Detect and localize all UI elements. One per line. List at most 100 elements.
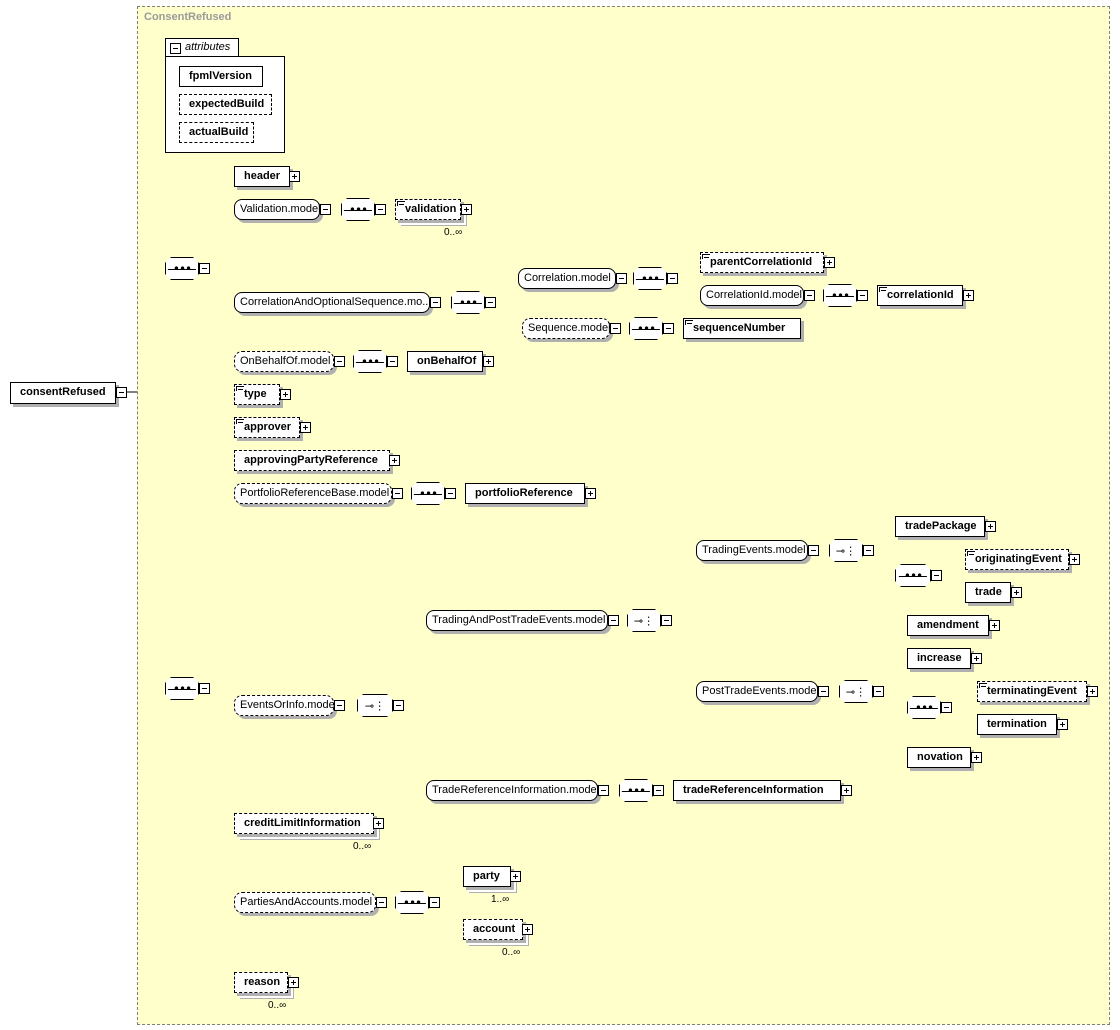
collapse-sequence-icon[interactable] bbox=[387, 356, 398, 367]
expand-credit-limit-information-icon[interactable] bbox=[373, 818, 384, 829]
expand-trade-package-icon[interactable] bbox=[985, 521, 996, 532]
group-portfolio-reference-base-model[interactable]: PortfolioReferenceBase.model bbox=[234, 483, 392, 504]
group-sequence-model[interactable]: Sequence.model bbox=[522, 318, 611, 339]
collapse-correlation-and-optional-sequence-icon[interactable] bbox=[430, 297, 441, 308]
collapse-sequence-icon[interactable] bbox=[857, 290, 868, 301]
collapse-sequence-model-icon[interactable] bbox=[610, 323, 621, 334]
element-terminating-event[interactable]: terminatingEvent bbox=[977, 681, 1087, 702]
collapse-attributes-icon[interactable] bbox=[170, 43, 181, 54]
element-on-behalf-of[interactable]: onBehalfOf bbox=[407, 351, 483, 372]
expand-header-icon[interactable] bbox=[289, 171, 300, 182]
element-increase[interactable]: increase bbox=[907, 648, 971, 669]
expand-on-behalf-of-icon[interactable] bbox=[483, 356, 494, 367]
element-parent-correlation-id-label: parentCorrelationId bbox=[710, 256, 813, 268]
expand-trade-reference-information-icon[interactable] bbox=[841, 785, 852, 796]
collapse-on-behalf-of-model-icon[interactable] bbox=[334, 356, 345, 367]
element-reason[interactable]: reason bbox=[234, 972, 288, 993]
element-approving-party-reference[interactable]: approvingPartyReference bbox=[234, 450, 390, 471]
collapse-sequence-icon[interactable] bbox=[375, 204, 386, 215]
group-trading-events-model[interactable]: TradingEvents.model bbox=[696, 540, 808, 561]
collapse-sequence-icon[interactable] bbox=[653, 785, 664, 796]
collapse-trading-events-model-icon[interactable] bbox=[808, 545, 819, 556]
collapse-choice-icon[interactable] bbox=[661, 615, 672, 626]
collapse-correlation-model-icon[interactable] bbox=[616, 273, 627, 284]
element-account[interactable]: account bbox=[463, 919, 523, 940]
collapse-sequence-icon[interactable] bbox=[429, 897, 440, 908]
element-originating-event[interactable]: originatingEvent bbox=[965, 549, 1069, 570]
collapse-trading-and-post-trade-events-model-icon[interactable] bbox=[608, 615, 619, 626]
element-party[interactable]: party bbox=[463, 866, 511, 887]
group-parties-and-accounts-model[interactable]: PartiesAndAccounts.model bbox=[234, 892, 376, 913]
group-correlation-and-optional-sequence[interactable]: CorrelationAndOptionalSequence.mo... bbox=[234, 292, 431, 313]
attribute-expected-build[interactable]: expectedBuild bbox=[179, 94, 272, 115]
element-portfolio-reference[interactable]: portfolioReference bbox=[465, 483, 585, 504]
collapse-choice-icon[interactable] bbox=[863, 545, 874, 556]
element-novation[interactable]: novation bbox=[907, 747, 971, 768]
group-events-or-info-model[interactable]: EventsOrInfo.model bbox=[234, 695, 337, 716]
collapse-trade-reference-information-model-icon[interactable] bbox=[598, 785, 609, 796]
element-termination[interactable]: termination bbox=[977, 714, 1057, 735]
element-parent-correlation-id[interactable]: parentCorrelationId bbox=[700, 252, 824, 273]
collapse-sequence-icon[interactable] bbox=[199, 263, 210, 274]
expand-correlation-id-icon[interactable] bbox=[963, 290, 974, 301]
element-trade-reference-information[interactable]: tradeReferenceInformation bbox=[673, 780, 841, 801]
collapse-root-icon[interactable] bbox=[116, 387, 127, 398]
group-trade-reference-information-model[interactable]: TradeReferenceInformation.model bbox=[426, 780, 599, 801]
collapse-sequence-icon[interactable] bbox=[941, 702, 952, 713]
element-trade[interactable]: trade bbox=[965, 582, 1011, 603]
expand-reason-icon[interactable] bbox=[288, 977, 299, 988]
collapse-validation-model-icon[interactable] bbox=[320, 204, 331, 215]
element-trade-package[interactable]: tradePackage bbox=[895, 516, 985, 537]
expand-increase-icon[interactable] bbox=[971, 653, 982, 664]
collapse-sequence-icon[interactable] bbox=[663, 323, 674, 334]
collapse-sequence-icon[interactable] bbox=[445, 488, 456, 499]
collapse-post-trade-events-model-icon[interactable] bbox=[818, 686, 829, 697]
group-validation-model[interactable]: Validation.model bbox=[234, 199, 321, 220]
element-amendment[interactable]: amendment bbox=[907, 615, 989, 636]
expand-terminating-event-icon[interactable] bbox=[1087, 686, 1098, 697]
element-type[interactable]: type bbox=[234, 384, 280, 405]
expand-novation-icon[interactable] bbox=[971, 752, 982, 763]
element-approver-label: approver bbox=[244, 421, 292, 433]
expand-amendment-icon[interactable] bbox=[989, 620, 1000, 631]
collapse-sequence-icon[interactable] bbox=[199, 683, 210, 694]
sequence-compositor: ••• bbox=[411, 482, 445, 505]
element-credit-limit-information[interactable]: creditLimitInformation bbox=[234, 813, 374, 834]
sequence-compositor: ••• bbox=[633, 267, 667, 290]
collapse-parties-and-accounts-model-icon[interactable] bbox=[376, 897, 387, 908]
group-correlation-model[interactable]: Correlation.model bbox=[518, 268, 616, 289]
expand-approving-party-reference-icon[interactable] bbox=[389, 455, 400, 466]
group-on-behalf-of-model[interactable]: OnBehalfOf.model bbox=[234, 351, 334, 372]
expand-originating-event-icon[interactable] bbox=[1069, 554, 1080, 565]
attribute-actual-build[interactable]: actualBuild bbox=[179, 122, 254, 143]
expand-account-icon[interactable] bbox=[522, 924, 533, 935]
element-sequence-number[interactable]: sequenceNumber bbox=[683, 318, 801, 339]
element-approver[interactable]: approver bbox=[234, 417, 300, 438]
expand-approver-icon[interactable] bbox=[300, 422, 311, 433]
expand-party-icon[interactable] bbox=[510, 871, 521, 882]
collapse-correlation-id-model-icon[interactable] bbox=[804, 290, 815, 301]
collapse-choice-icon[interactable] bbox=[393, 700, 404, 711]
collapse-events-or-info-model-icon[interactable] bbox=[334, 700, 345, 711]
group-correlation-id-model[interactable]: CorrelationId.model bbox=[700, 285, 804, 306]
expand-termination-icon[interactable] bbox=[1057, 719, 1068, 730]
element-validation[interactable]: validation bbox=[395, 199, 461, 220]
group-post-trade-events-model[interactable]: PostTradeEvents.model bbox=[696, 681, 819, 702]
expand-trade-icon[interactable] bbox=[1011, 587, 1022, 598]
expand-parent-correlation-id-icon[interactable] bbox=[824, 257, 835, 268]
group-trading-and-post-trade-events-model[interactable]: TradingAndPostTradeEvents.model bbox=[426, 610, 608, 631]
attribute-fpml-version[interactable]: fpmlVersion bbox=[179, 66, 263, 87]
collapse-sequence-icon[interactable] bbox=[667, 273, 678, 284]
element-correlation-id[interactable]: correlationId bbox=[877, 285, 963, 306]
sequence-compositor: ••• bbox=[907, 696, 941, 719]
collapse-sequence-icon[interactable] bbox=[931, 570, 942, 581]
expand-type-icon[interactable] bbox=[280, 389, 291, 400]
sequence-compositor: ••• bbox=[165, 677, 199, 700]
expand-validation-icon[interactable] bbox=[461, 204, 472, 215]
collapse-choice-icon[interactable] bbox=[873, 686, 884, 697]
element-header[interactable]: header bbox=[234, 166, 290, 187]
root-element-consent-refused[interactable]: consentRefused bbox=[10, 382, 116, 404]
collapse-portfolio-reference-base-model-icon[interactable] bbox=[392, 488, 403, 499]
collapse-sequence-icon[interactable] bbox=[485, 297, 496, 308]
expand-portfolio-reference-icon[interactable] bbox=[585, 488, 596, 499]
